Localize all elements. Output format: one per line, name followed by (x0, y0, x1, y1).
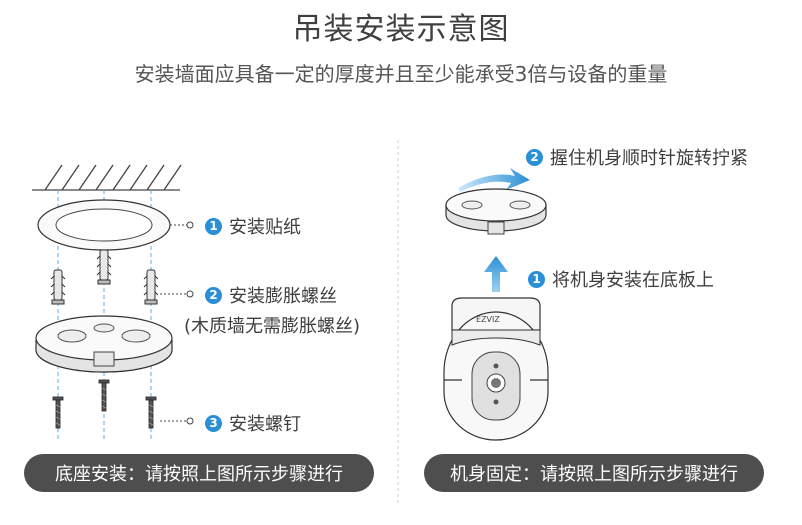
ceiling (32, 164, 182, 191)
step-number-badge: 3 (205, 414, 222, 432)
leader-lines (160, 224, 187, 422)
step-anchor-note: (木质墙无需膨胀螺丝) (184, 316, 361, 337)
up-arrow (484, 256, 508, 292)
step-rotate-label: 2 握住机身顺时针旋转拧紧 (526, 144, 748, 170)
base-plate (35, 315, 173, 373)
step-screw-label: 3 安装螺钉 (205, 410, 301, 436)
sticker-ring (37, 199, 171, 251)
step-number-badge: 1 (205, 217, 222, 235)
page-subtitle: 安装墙面应具备一定的厚度并且至少能承受3倍与设备的重量 (134, 62, 668, 86)
expansion-anchors (50, 249, 159, 305)
step-mount-label: 1 将机身安装在底板上 (528, 266, 714, 292)
base-install-footer: 底座安装：请按照上图所示步骤进行 (24, 454, 374, 492)
step-number-badge: 1 (528, 270, 545, 288)
page-title: 吊装安装示意图 (292, 12, 510, 47)
camera-brand-text: EZVIZ (476, 315, 500, 324)
rotate-arrow (458, 168, 530, 192)
screws (52, 379, 157, 429)
step-number-badge: 2 (526, 148, 543, 166)
step-anchor-label: 2 安装膨胀螺丝 (205, 282, 337, 308)
camera-body: EZVIZ (443, 297, 549, 441)
body-fix-footer: 机身固定：请按照上图所示步骤进行 (424, 454, 764, 492)
step-sticker-label: 1 安装贴纸 (205, 213, 301, 239)
step-number-badge: 2 (205, 286, 222, 304)
right-base-plate (445, 188, 547, 235)
